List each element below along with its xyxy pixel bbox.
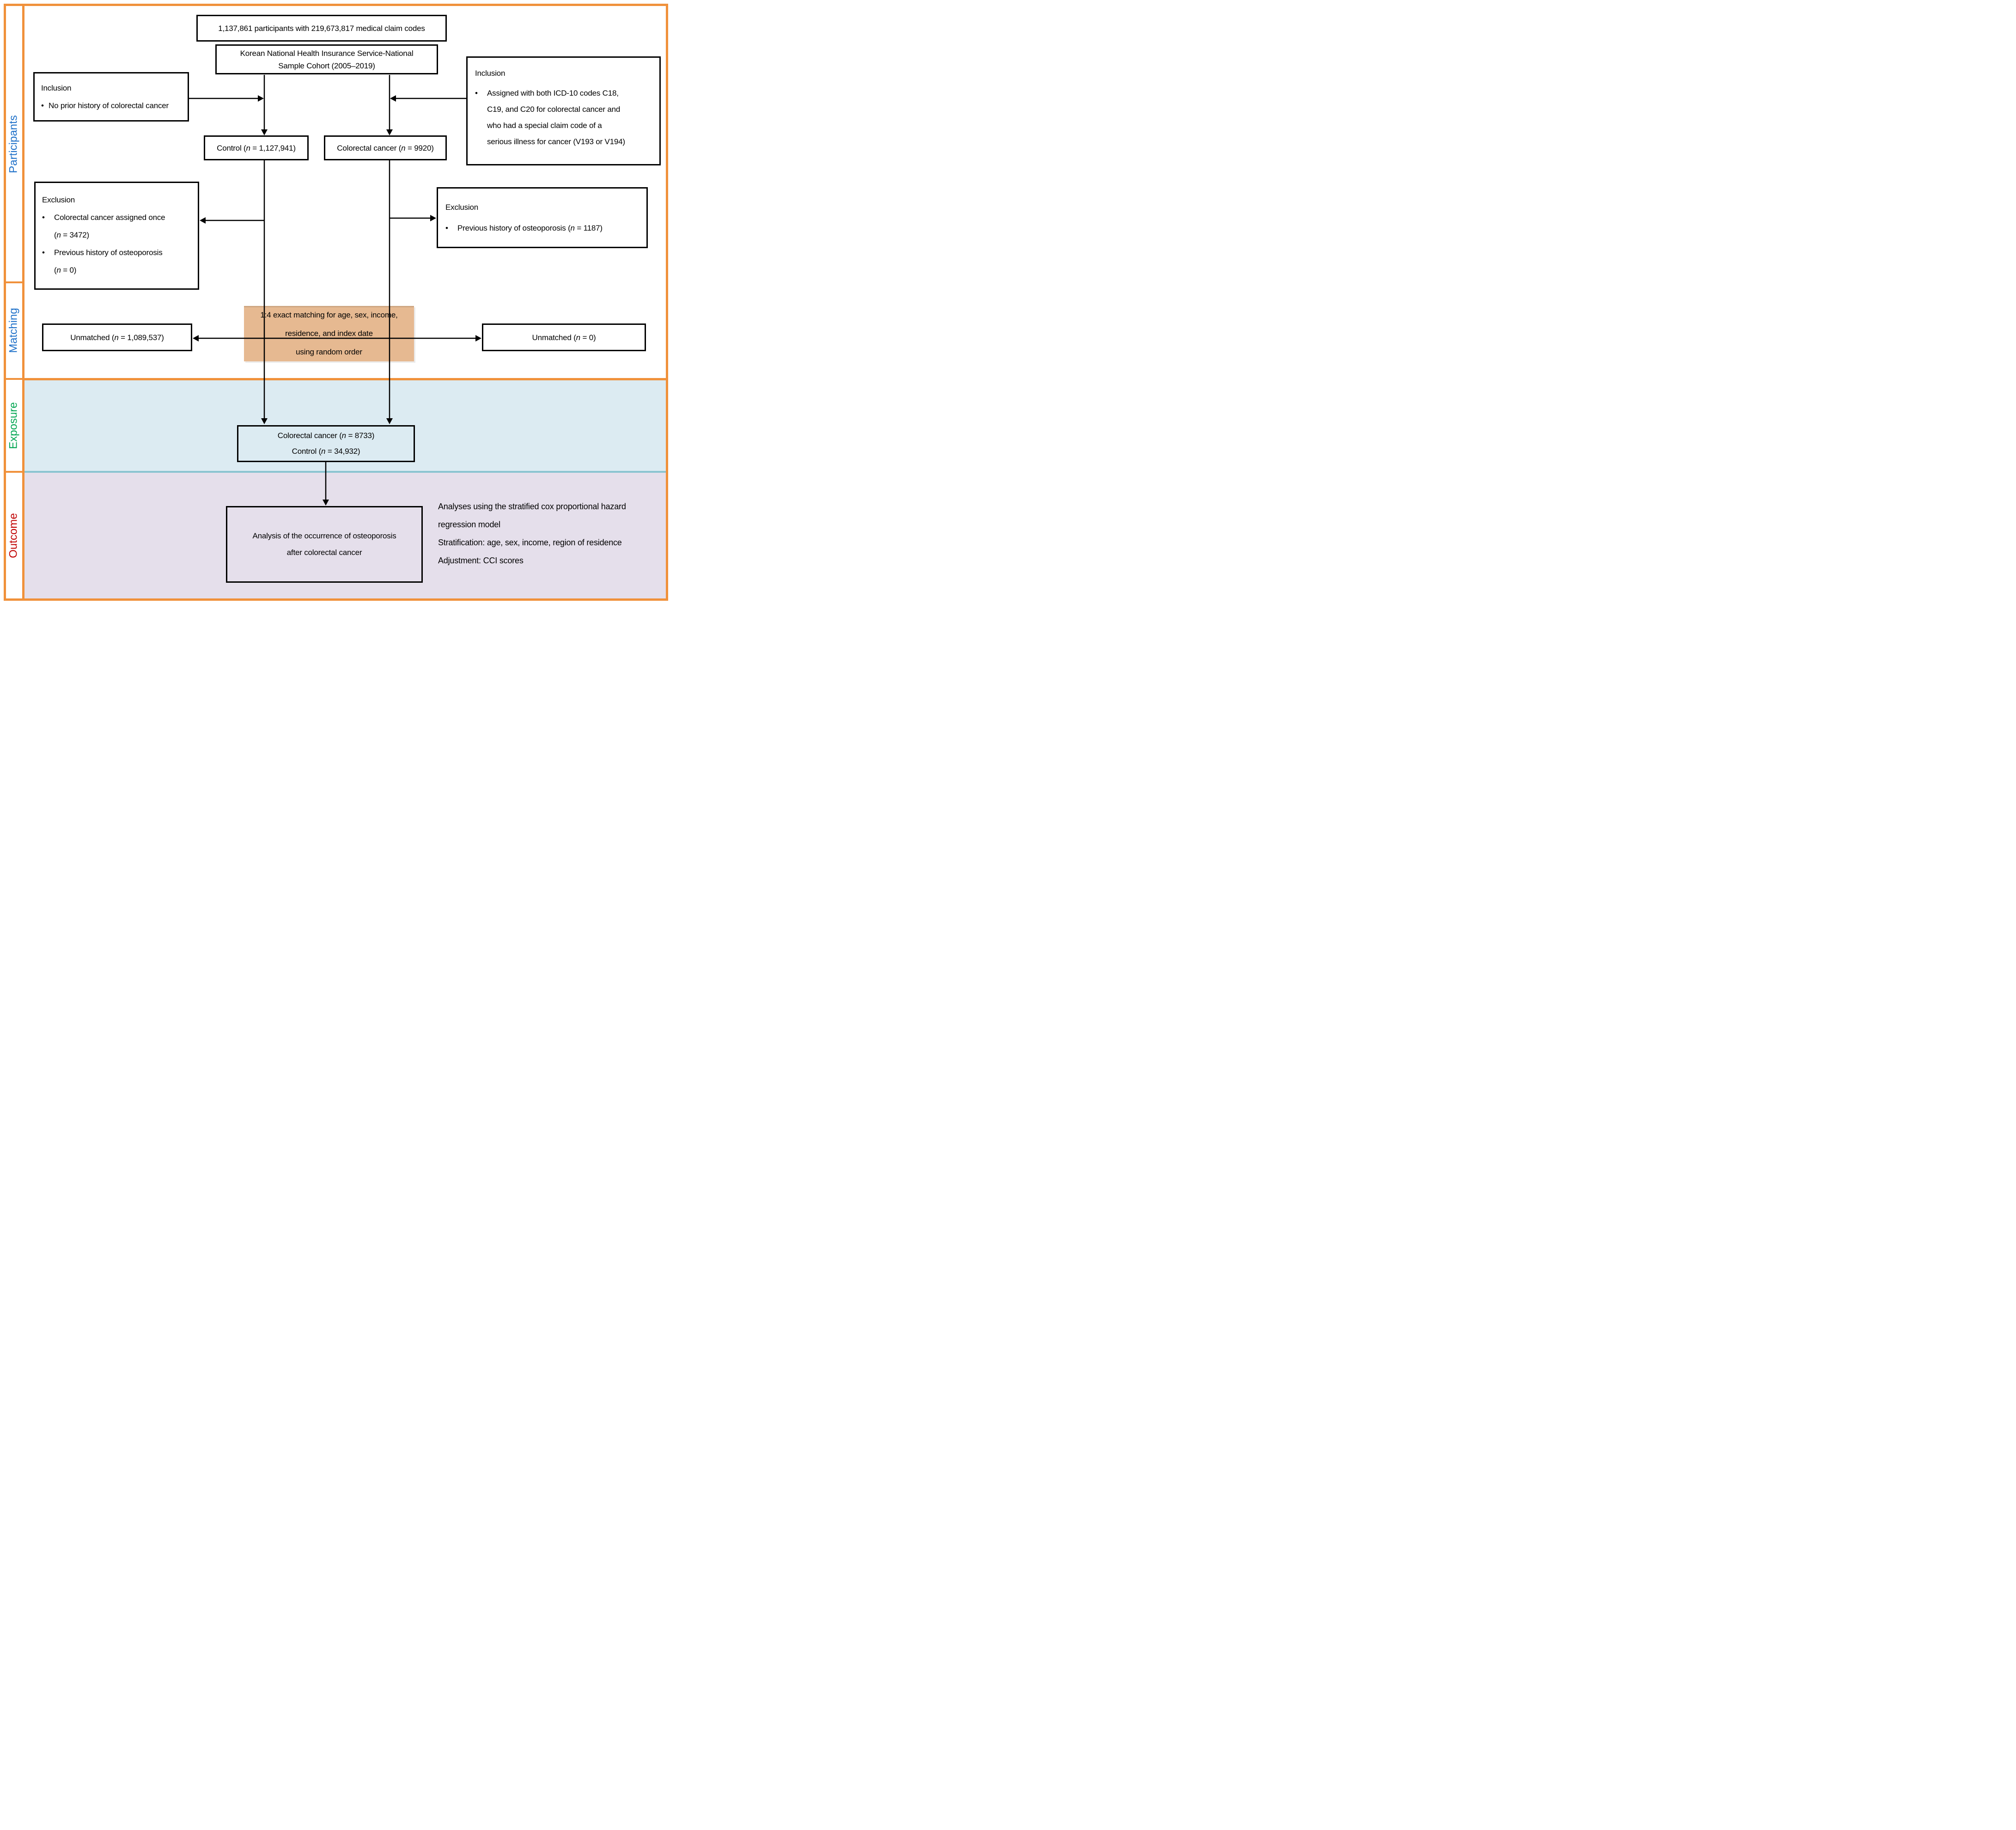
- bullet-icon: •: [475, 89, 478, 98]
- exposure-box: Colorectal cancer (n = 8733) Control (n …: [237, 425, 415, 462]
- inclusion-right-bullet: • Assigned with both ICD-10 codes C18, C…: [475, 85, 625, 150]
- inclusion-right-title: Inclusion: [475, 69, 506, 78]
- inclusion-left-title: Inclusion: [41, 83, 72, 92]
- sidebar-divider-matching-exposure: [4, 378, 24, 380]
- exclusion-right-box: Exclusion • Previous history of osteopor…: [437, 187, 648, 248]
- arrow-cohort-to-control: [261, 75, 268, 135]
- bullet-icon: •: [42, 248, 45, 257]
- bullet-icon: •: [41, 101, 44, 110]
- inclusion-right-box: Inclusion • Assigned with both ICD-10 co…: [466, 56, 661, 165]
- sidebar-section-exposure: Exposure: [4, 380, 24, 471]
- exposure-label: Exposure: [7, 402, 20, 449]
- unmatched-right-box: Unmatched (n = 0): [482, 323, 646, 351]
- outcome-notes: Analyses using the stratified cox propor…: [438, 502, 626, 565]
- sidebar-divider-exposure-outcome: [4, 471, 24, 473]
- sidebar-vertical-divider: [22, 4, 24, 601]
- matching-label: Matching: [7, 307, 20, 353]
- matching-box: 1:4 exact matching for age, sex, income,…: [244, 306, 414, 361]
- source-population-box: 1,137,861 participants with 219,673,817 …: [196, 15, 447, 42]
- cohort-box: Korean National Health Insurance Service…: [215, 44, 438, 74]
- exclusion-left-box: Exclusion • Colorectal cancer assigned o…: [34, 182, 199, 290]
- arrow-to-exclusion-left: [200, 217, 264, 224]
- study-flow-diagram: Participants Matching Exposure Outcome 1…: [0, 0, 672, 610]
- arrow-inclusion-left: [189, 95, 264, 102]
- exclusion-left-bullet-2: • Previous history of osteoporosis (n = …: [42, 244, 163, 279]
- arrow-inclusion-right: [390, 95, 466, 102]
- outcome-band-background: [24, 471, 666, 600]
- sidebar-section-outcome: Outcome: [4, 471, 24, 600]
- sidebar-divider-participants-matching: [4, 281, 24, 283]
- colorectal-cancer-box: Colorectal cancer (n = 9920): [324, 135, 447, 160]
- exclusion-left-title: Exclusion: [42, 195, 75, 204]
- inclusion-left-bullet: • No prior history of colorectal cancer: [41, 99, 169, 112]
- participants-label: Participants: [7, 115, 20, 173]
- arrow-cohort-to-colorectal: [386, 75, 393, 135]
- exclusion-right-bullet: • Previous history of osteoporosis (n = …: [445, 222, 603, 234]
- exposure-band-background: [24, 378, 666, 471]
- sidebar-section-participants: Participants: [4, 6, 24, 282]
- sidebar-section-matching: Matching: [4, 282, 24, 378]
- control-box: Control (n = 1,127,941): [204, 135, 309, 160]
- exclusion-right-title: Exclusion: [445, 203, 478, 212]
- bullet-icon: •: [42, 213, 45, 222]
- unmatched-left-box: Unmatched (n = 1,089,537): [42, 323, 192, 351]
- arrow-to-exclusion-right: [390, 215, 436, 221]
- outcome-analysis-box: Analysis of the occurrence of osteoporos…: [226, 506, 423, 583]
- bullet-icon: •: [445, 224, 448, 232]
- outcome-label: Outcome: [7, 512, 20, 558]
- inclusion-left-box: Inclusion • No prior history of colorect…: [33, 72, 189, 122]
- exclusion-left-bullet-1: • Colorectal cancer assigned once (n = 3…: [42, 209, 165, 244]
